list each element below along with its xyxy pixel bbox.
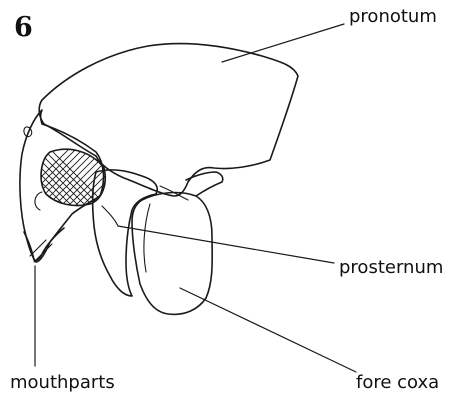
label-fore-coxa: fore coxa [356,372,439,393]
leader-pronotum [222,24,344,62]
prosternum-fold [102,206,118,226]
label-prosternum: prosternum [339,257,443,278]
leader-fore-coxa [180,288,356,372]
leader-prosternum [118,226,334,263]
label-mouthparts: mouthparts [10,372,115,393]
head-capsule [20,110,104,262]
fore-coxa-inner-edge [144,204,150,272]
mesopleuron-outline [186,172,223,196]
pronotum-shape [39,44,298,196]
gena-curve [35,192,42,210]
label-pronotum: pronotum [349,6,437,27]
figure-number: 6 [14,12,33,43]
